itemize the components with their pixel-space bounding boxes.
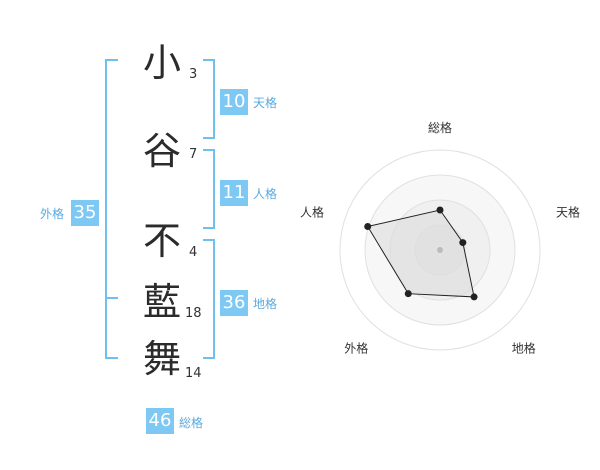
radar-axis-label: 総格 [428,120,452,135]
name-char-3: 不 [143,219,182,263]
chikaku-badge: 36 [220,290,248,316]
tenkaku-label: 天格 [253,96,278,110]
jinkaku-badge: 11 [220,180,248,206]
chikaku-bracket [203,239,215,359]
stroke-count-2: 7 [189,147,198,162]
stroke-count-5: 14 [185,366,202,381]
stroke-count-4: 18 [185,306,202,321]
jinkaku-label: 人格 [253,187,278,201]
radar-point-外格 [404,290,412,298]
tenkaku-bracket [203,59,215,139]
name-char-2: 谷 [143,129,182,173]
radar-axis-label: 天格 [556,204,580,219]
stroke-count-1: 3 [189,67,198,82]
radar-axis-label: 人格 [300,204,324,219]
name-char-4: 藍 [143,280,182,324]
gaikaku-bracket [105,59,118,359]
name-char-1: 小 [143,41,182,85]
chikaku-label: 地格 [253,297,278,311]
stroke-count-3: 4 [189,245,198,260]
radar-point-総格 [436,206,444,214]
radar-axis-label: 外格 [344,341,368,356]
tenkaku-badge: 10 [220,89,248,115]
gaikaku-label: 外格 [40,207,65,221]
soukaku-label: 総格 [179,416,204,430]
radar-polygon [366,209,475,298]
radar-point-天格 [459,239,467,247]
radar-point-地格 [470,293,478,301]
name-char-5: 舞 [143,337,182,381]
gaikaku-badge: 35 [71,200,99,226]
radar-axis-label: 地格 [512,341,536,356]
soukaku-badge: 46 [146,408,174,434]
radar-point-人格 [364,223,372,231]
radar-center-dot [437,247,443,253]
jinkaku-bracket [203,149,215,229]
